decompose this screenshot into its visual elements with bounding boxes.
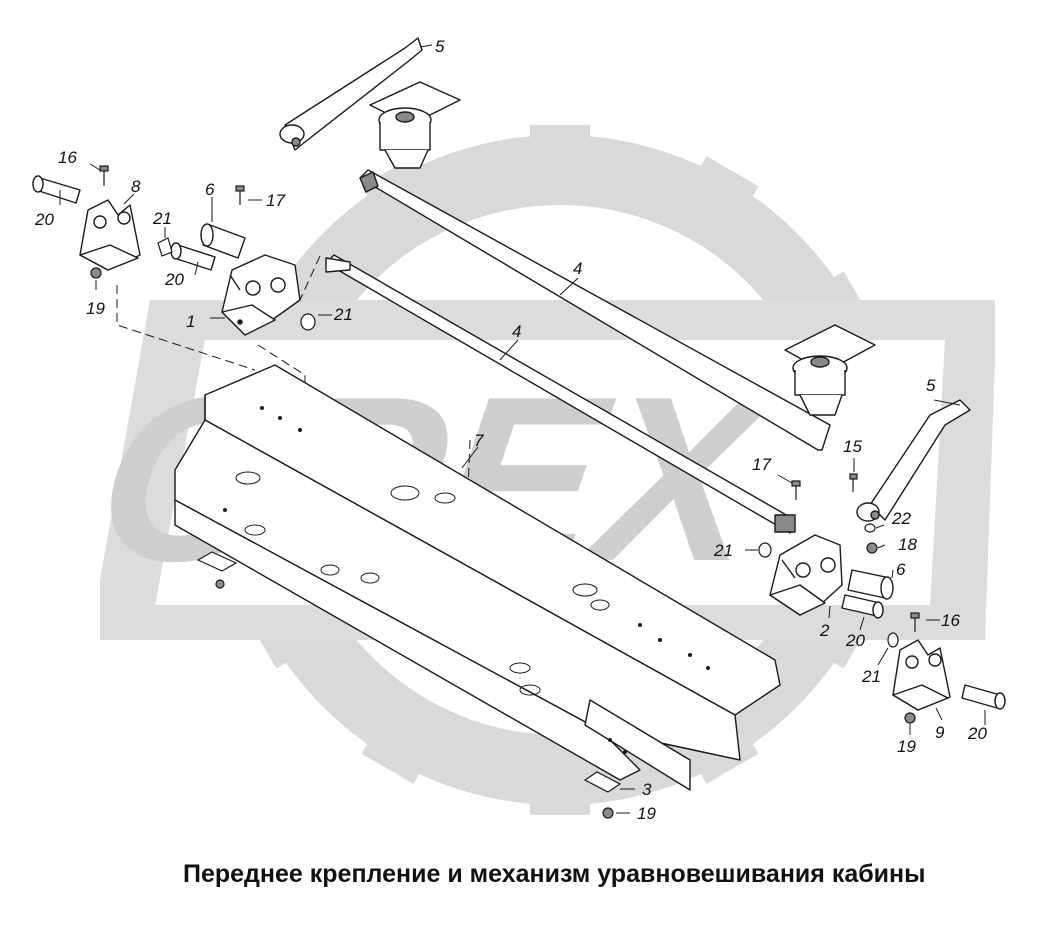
label-19-bottom: 19 (637, 804, 656, 823)
label-20-far-right: 20 (967, 724, 987, 743)
cross-member-frame (174, 364, 781, 791)
frame-holes (235, 471, 610, 696)
label-17-top: 17 (266, 191, 285, 210)
label-8: 8 (131, 177, 141, 196)
torsion-bar-upper (359, 169, 831, 451)
label-21-middle: 21 (333, 305, 353, 324)
label-5-lower: 5 (926, 376, 936, 395)
pins-and-sleeves (32, 175, 1006, 710)
support-unit-lower (784, 324, 876, 416)
bracket-1 (221, 254, 301, 336)
label-19-left: 19 (86, 299, 105, 318)
label-20-middle: 20 (164, 270, 184, 289)
label-7: 7 (474, 431, 484, 450)
plate-left (196, 551, 238, 589)
label-16-left: 16 (58, 148, 77, 167)
part-labels: 5 16 8 6 17 20 21 20 19 1 21 4 4 7 5 15 … (34, 37, 987, 823)
spring-lever-upper (279, 37, 423, 151)
spring-lever-lower (856, 399, 971, 522)
label-3: 3 (642, 780, 652, 799)
label-18: 18 (898, 535, 917, 554)
label-9: 9 (935, 723, 945, 742)
label-17-right: 17 (752, 455, 771, 474)
torsion-bars (325, 169, 831, 534)
label-21-far-right: 21 (861, 667, 881, 686)
label-15: 15 (843, 437, 862, 456)
label-16-right: 16 (941, 611, 960, 630)
label-1: 1 (186, 312, 195, 331)
label-19-right: 19 (897, 737, 916, 756)
label-21-right: 21 (713, 541, 733, 560)
label-20-right: 20 (845, 631, 865, 650)
support-unit-upper (369, 81, 461, 169)
label-20-left: 20 (34, 210, 54, 229)
label-2: 2 (819, 621, 830, 640)
label-6-right: 6 (896, 560, 906, 579)
label-4-lower: 4 (512, 322, 521, 341)
label-6-left: 6 (205, 180, 215, 199)
label-5-upper: 5 (435, 37, 445, 56)
diagram-caption: Переднее крепление и механизм уравновеши… (183, 860, 926, 888)
label-4-upper: 4 (573, 259, 582, 278)
frame-rivets (223, 406, 710, 754)
bracket-8 (79, 199, 141, 271)
small-hardware (90, 165, 920, 819)
bracket-9 (892, 639, 951, 711)
leader-lines (59, 44, 986, 814)
label-21-left: 21 (152, 209, 172, 228)
label-22: 22 (891, 509, 911, 528)
bracket-2 (769, 534, 843, 616)
